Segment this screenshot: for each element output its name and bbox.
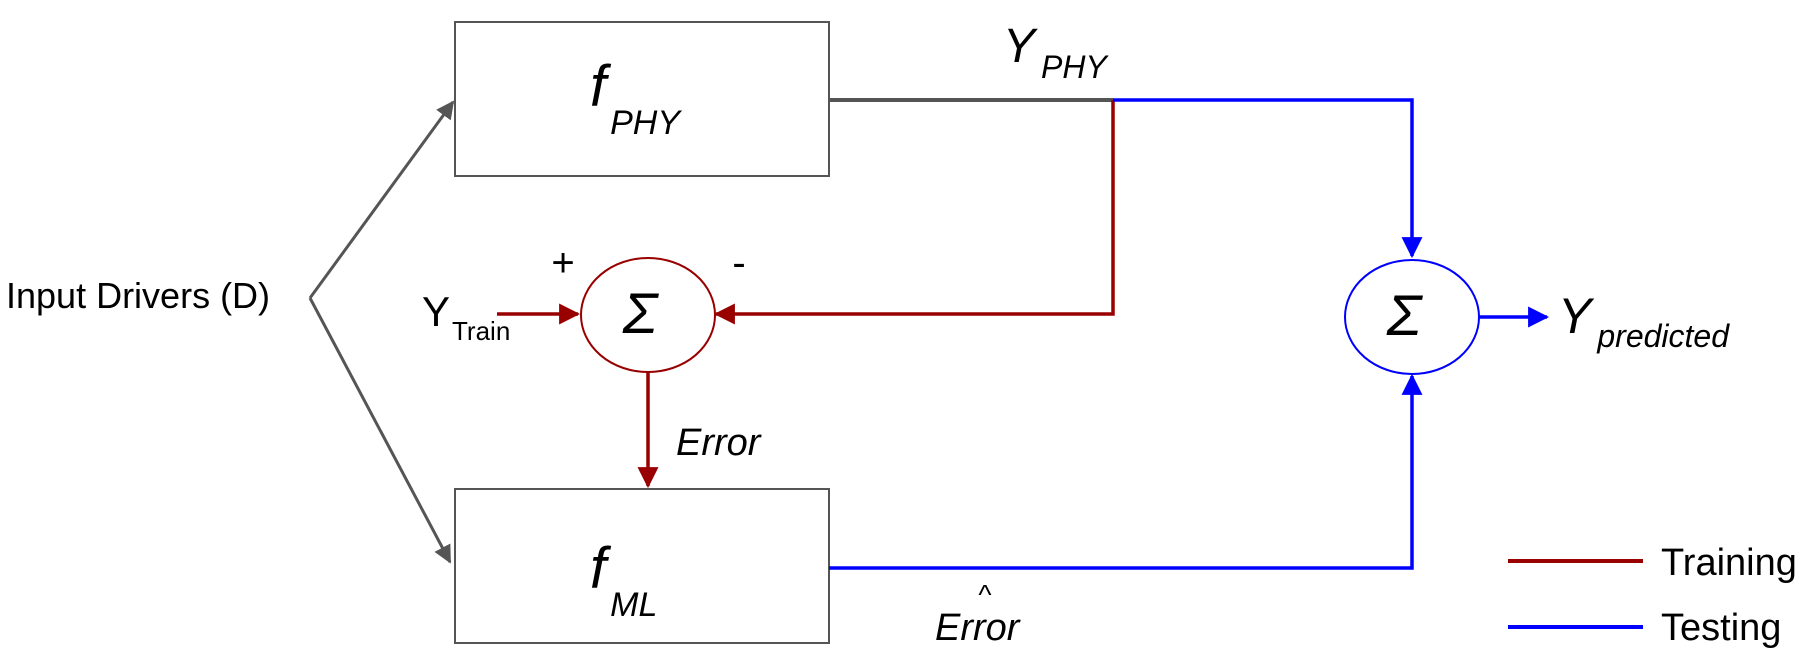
testing-error-hat-line: [829, 373, 1423, 570]
ytrain-label: YTrain: [422, 288, 510, 346]
training-sum-minus: -: [732, 241, 745, 285]
legend: Training Testing: [1508, 542, 1797, 649]
error-label: Error: [676, 422, 762, 464]
error-hat-mark: ^: [978, 579, 991, 610]
training-sum-plus: +: [551, 241, 574, 285]
error-hat-label: Error: [935, 607, 1021, 649]
legend-testing-label: Testing: [1661, 607, 1781, 649]
legend-training-label: Training: [1661, 542, 1797, 584]
arrow-input-to-fphy: [308, 100, 455, 299]
testing-sum-symbol: Σ: [1386, 283, 1424, 348]
arrow-input-to-fml: [308, 297, 452, 564]
testing-yphy-line: [1113, 98, 1423, 259]
training-sum-symbol: Σ: [622, 281, 660, 346]
training-feedback-line: [713, 100, 1115, 325]
fphy-box: [454, 21, 830, 177]
fml-box: [454, 488, 830, 644]
input-drivers-label: Input Drivers (D): [6, 275, 270, 316]
